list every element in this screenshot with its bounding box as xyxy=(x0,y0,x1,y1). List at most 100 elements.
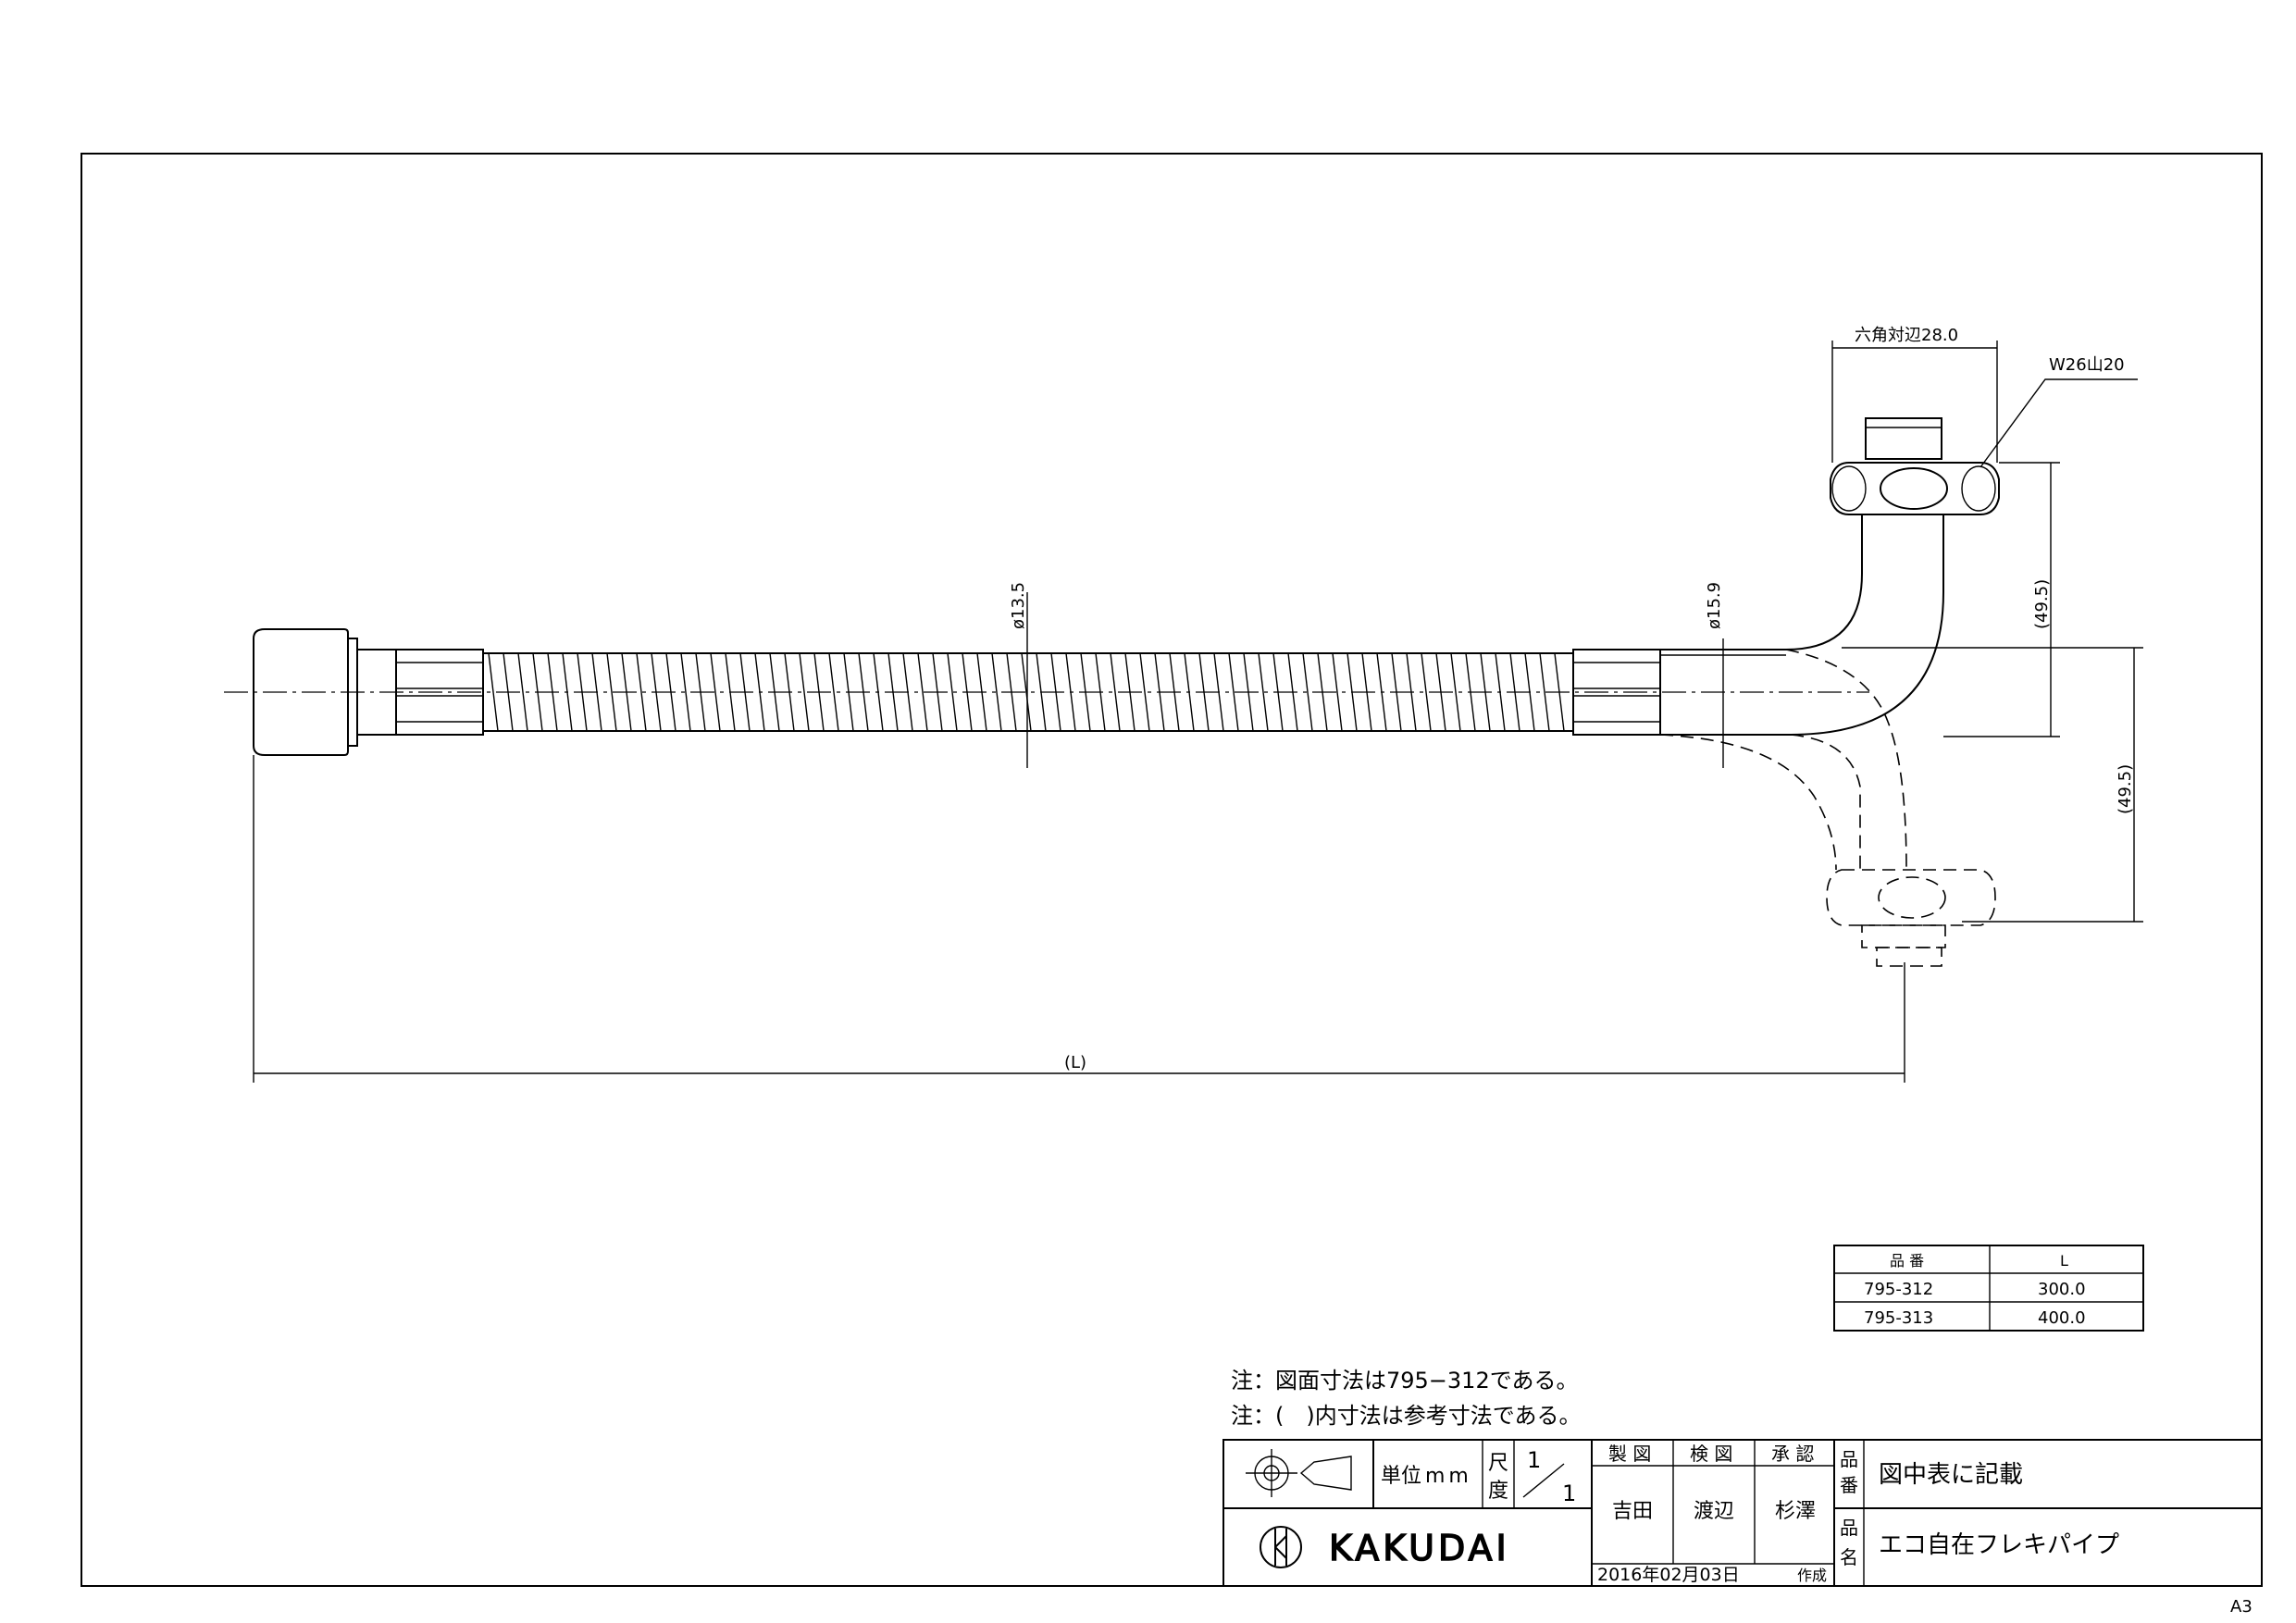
hose-corrugation xyxy=(1361,652,1372,732)
title-block: 単位 mm 尺 度 1 1 製 図 検 図 承 認 吉田 渡辺 杉澤 2016年… xyxy=(1222,1439,2263,1587)
hose-corrugation xyxy=(976,652,987,732)
hose-corrugation xyxy=(710,652,721,732)
hose-corrugation xyxy=(636,652,647,732)
dimension-lines: 六角対辺28.0 W26山20 ø13.5 ø15.9 (49.5) (49.5… xyxy=(253,326,2143,1083)
hose-corrugation xyxy=(1317,652,1328,732)
hose-corrugation xyxy=(1406,652,1417,732)
hose-corrugation xyxy=(991,652,1002,732)
hose-corrugation xyxy=(1184,652,1195,732)
dim-end-diameter: ø15.9 xyxy=(1705,582,1724,629)
hose-corrugation xyxy=(1154,652,1165,732)
checked-by: 渡辺 xyxy=(1694,1500,1734,1523)
hose-corrugation xyxy=(1450,652,1461,732)
table-row-part: 795-313 xyxy=(1864,1308,1933,1328)
hose-corrugation xyxy=(962,652,973,732)
unit-label: 単位 xyxy=(1381,1465,1421,1488)
hose-corrugation xyxy=(932,652,943,732)
hose-corrugation xyxy=(1465,652,1476,732)
hose-corrugation xyxy=(917,652,928,732)
hose-corrugation xyxy=(1021,652,1032,732)
hose-corrugation xyxy=(1198,652,1210,732)
hose-corrugation xyxy=(1287,652,1298,732)
hose-corrugation xyxy=(769,652,780,732)
hose-corrugation xyxy=(547,652,558,732)
hose-corrugation xyxy=(606,652,617,732)
hose-corrugation xyxy=(902,652,913,732)
hose-corrugation xyxy=(1554,652,1565,732)
dim-height-lower: (49.5) xyxy=(2116,764,2135,814)
hose-corrugation xyxy=(1391,652,1402,732)
part-no-label-1: 品 xyxy=(1840,1448,1858,1470)
approved-label: 承 認 xyxy=(1771,1443,1814,1465)
dim-height-upper: (49.5) xyxy=(2032,579,2052,629)
drawn-label: 製 図 xyxy=(1608,1443,1651,1465)
flexible-pipe-drawing xyxy=(224,417,2000,967)
dim-thread: W26山20 xyxy=(2049,355,2125,375)
hose-corrugation xyxy=(1480,652,1491,732)
hose-corrugation xyxy=(1347,652,1358,732)
hose-corrugation xyxy=(858,652,869,732)
hose-corrugation xyxy=(665,652,676,732)
hose-corrugation xyxy=(1050,652,1061,732)
drawing-frame xyxy=(81,153,2263,1587)
hose-corrugation xyxy=(488,652,499,732)
hose-corrugation xyxy=(1421,652,1432,732)
hose-corrugation xyxy=(1376,652,1387,732)
table-header-length: L xyxy=(2060,1252,2068,1270)
dim-overall-length: (L) xyxy=(1064,1053,1086,1072)
hose-corrugation xyxy=(799,652,810,732)
hose-corrugation xyxy=(680,652,691,732)
hose-corrugation xyxy=(813,652,825,732)
hose-corrugation xyxy=(532,652,543,732)
hose-corrugation xyxy=(1124,652,1136,732)
hose-corrugation xyxy=(517,652,528,732)
name-label-1: 品 xyxy=(1840,1517,1858,1539)
hose-corrugation xyxy=(754,652,765,732)
hose-corrugation xyxy=(1539,652,1550,732)
name-label-2: 名 xyxy=(1840,1546,1858,1568)
hose-corrugation xyxy=(591,652,602,732)
scale-denominator: 1 xyxy=(1562,1481,1576,1506)
projection-symbol-icon xyxy=(1246,1449,1352,1497)
hose-corrugation xyxy=(1509,652,1520,732)
elbow-pipe xyxy=(1660,514,1944,736)
hose-corrugation xyxy=(725,652,736,732)
table-row-part: 795-312 xyxy=(1864,1280,1933,1299)
hose-corrugation xyxy=(503,652,514,732)
approved-by: 杉澤 xyxy=(1775,1500,1816,1523)
hose-corrugation xyxy=(828,652,839,732)
unit-value: mm xyxy=(1425,1465,1472,1488)
alternate-position-hidden xyxy=(1659,649,1996,967)
table-header-part: 品 番 xyxy=(1890,1252,1924,1270)
hose-corrugation xyxy=(843,652,854,732)
hose-corrugation xyxy=(1036,652,1047,732)
hose-corrugation xyxy=(1228,652,1239,732)
hose-corrugation xyxy=(1169,652,1180,732)
hose-corrugation xyxy=(873,652,884,732)
sheet-size: A3 xyxy=(2230,1597,2253,1617)
table-row-length: 400.0 xyxy=(2038,1308,2086,1328)
hose-corrugation xyxy=(577,652,588,732)
hose-corrugation xyxy=(1065,652,1076,732)
hose-corrugation xyxy=(1495,652,1506,732)
hose-corrugation xyxy=(739,652,751,732)
hose-corrugation xyxy=(1332,652,1343,732)
hex-fitting xyxy=(1830,417,2000,515)
hose-corrugation xyxy=(1272,652,1284,732)
hose-corrugation xyxy=(1213,652,1224,732)
kakudai-logo: KAKUDAI xyxy=(1260,1526,1510,1569)
hose-corrugation xyxy=(1095,652,1106,732)
hose-corrugation xyxy=(1006,652,1017,732)
scale-numerator: 1 xyxy=(1527,1447,1541,1473)
scale-label-1: 尺 xyxy=(1488,1452,1508,1475)
dim-hose-diameter: ø13.5 xyxy=(1009,582,1028,629)
hose-corrugation xyxy=(784,652,795,732)
cap-nut xyxy=(253,628,349,756)
parts-table: 品 番 L 795-312 300.0 795-313 400.0 xyxy=(1833,1245,2144,1332)
right-sleeve xyxy=(1572,649,1661,736)
product-name: エコ自在フレキパイプ xyxy=(1879,1531,2119,1559)
note-line-1: 注：図面寸法は795−312である。 xyxy=(1231,1368,1579,1394)
corrugated-hose xyxy=(483,652,1573,732)
logo-text: KAKUDAI xyxy=(1329,1528,1510,1568)
